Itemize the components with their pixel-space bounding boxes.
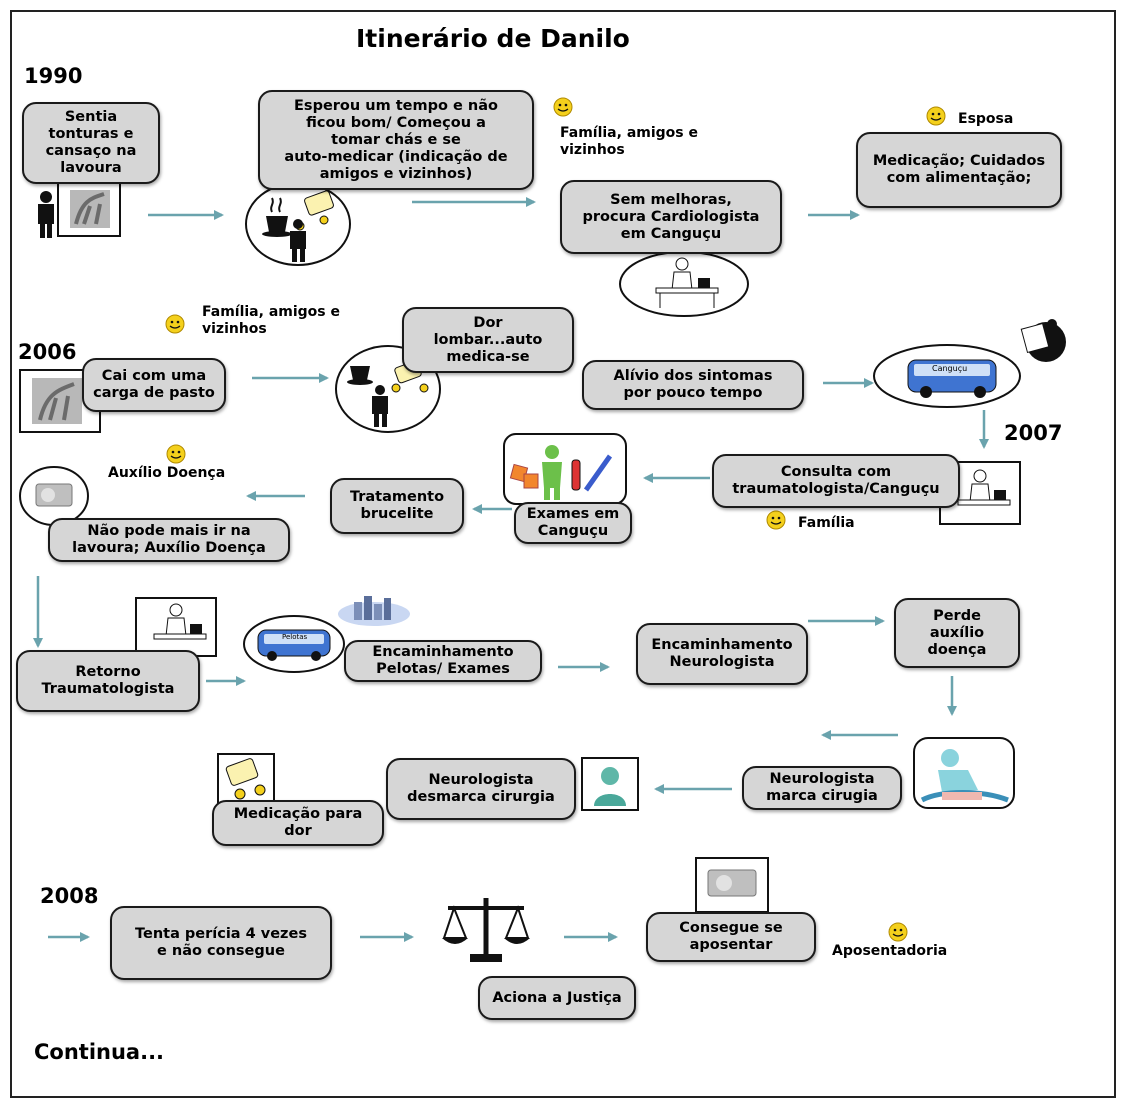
city-icon bbox=[336, 592, 412, 632]
doctor-desk-icon bbox=[134, 596, 218, 662]
step-brucelite: Tratamento brucelite bbox=[330, 478, 464, 534]
step-aposentar: Consegue se aposentar bbox=[646, 912, 816, 962]
step-aciona-justica: Aciona a Justiça bbox=[478, 976, 636, 1020]
scales-icon bbox=[440, 892, 532, 970]
support-label-auxilio: Auxílio Doença bbox=[108, 465, 226, 481]
bus-icon: Pelotas bbox=[242, 612, 350, 678]
step-encaminhamento-neurologista: Encaminhamento Neurologista bbox=[636, 623, 808, 685]
step-automedicacao: Esperou um tempo e não ficou bom/ Começo… bbox=[258, 90, 534, 190]
bus-label: Canguçu bbox=[932, 364, 968, 373]
support-label-aposentadoria: Aposentadoria bbox=[832, 943, 948, 959]
money-icon bbox=[694, 856, 770, 918]
pills-icon bbox=[216, 752, 276, 812]
step-dor-lombar: Dor lombar...auto medica-se bbox=[402, 307, 574, 373]
step-retorno: Retorno Traumatologista bbox=[16, 650, 200, 712]
step-medicacao: Medicação; Cuidados com alimentação; bbox=[856, 132, 1062, 208]
surgeon-icon bbox=[580, 756, 640, 816]
step-perde-auxilio: Perde auxílio doença bbox=[894, 598, 1020, 668]
step-cardiologista: Sem melhoras, procura Cardiologista em C… bbox=[560, 180, 782, 254]
farm-icon bbox=[34, 180, 122, 242]
step-encaminhamento-pelotas: Encaminhamento Pelotas/ Exames bbox=[344, 640, 542, 682]
smiley-icon bbox=[766, 510, 786, 534]
tea-pills-icon bbox=[244, 182, 354, 270]
wheelchair-icon bbox=[1016, 316, 1072, 368]
lab-icon bbox=[502, 432, 628, 510]
page-title: Itinerário de Danilo bbox=[356, 24, 630, 53]
bus-label: Pelotas bbox=[282, 633, 308, 641]
bus-icon: Canguçu bbox=[872, 328, 1022, 412]
surgeon-icon bbox=[912, 736, 1016, 814]
step-consulta-traumatologista: Consulta com traumatologista/Canguçu bbox=[712, 454, 960, 508]
smiley-icon bbox=[553, 97, 573, 121]
year-2006: 2006 bbox=[18, 340, 77, 364]
support-label-familia: Família bbox=[798, 515, 855, 531]
support-label-esposa: Esposa bbox=[958, 111, 1014, 127]
step-exames: Exames em Canguçu bbox=[514, 502, 632, 544]
year-2007: 2007 bbox=[1004, 421, 1063, 445]
step-alivio: Alívio dos sintomas por pouco tempo bbox=[582, 360, 804, 410]
support-label-familia: Família, amigos e vizinhos bbox=[560, 125, 698, 158]
smiley-icon bbox=[165, 314, 185, 338]
smiley-icon bbox=[926, 106, 946, 130]
step-cai-carga: Cai com uma carga de pasto bbox=[82, 358, 226, 412]
farm-icon bbox=[18, 368, 102, 438]
year-2008: 2008 bbox=[40, 884, 99, 908]
doctor-desk-icon bbox=[618, 250, 752, 322]
smiley-icon bbox=[888, 922, 908, 946]
continua-label: Continua... bbox=[34, 1040, 165, 1064]
step-medicacao-dor: Medicação para dor bbox=[212, 800, 384, 846]
step-pericia: Tenta perícia 4 vezes e não consegue bbox=[110, 906, 332, 980]
diagram-frame bbox=[10, 10, 1116, 1098]
step-tonturas: Sentia tonturas e cansaço na lavoura bbox=[22, 102, 160, 184]
smiley-icon bbox=[166, 444, 186, 468]
step-desmarca-cirurgia: Neurologista desmarca cirurgia bbox=[386, 758, 576, 820]
support-label-familia: Família, amigos e vizinhos bbox=[202, 304, 340, 337]
step-nao-pode: Não pode mais ir na lavoura; Auxílio Doe… bbox=[48, 518, 290, 562]
money-icon bbox=[18, 466, 90, 532]
step-marca-cirurgia: Neurologista marca cirugia bbox=[742, 766, 902, 810]
year-1990: 1990 bbox=[24, 64, 83, 88]
